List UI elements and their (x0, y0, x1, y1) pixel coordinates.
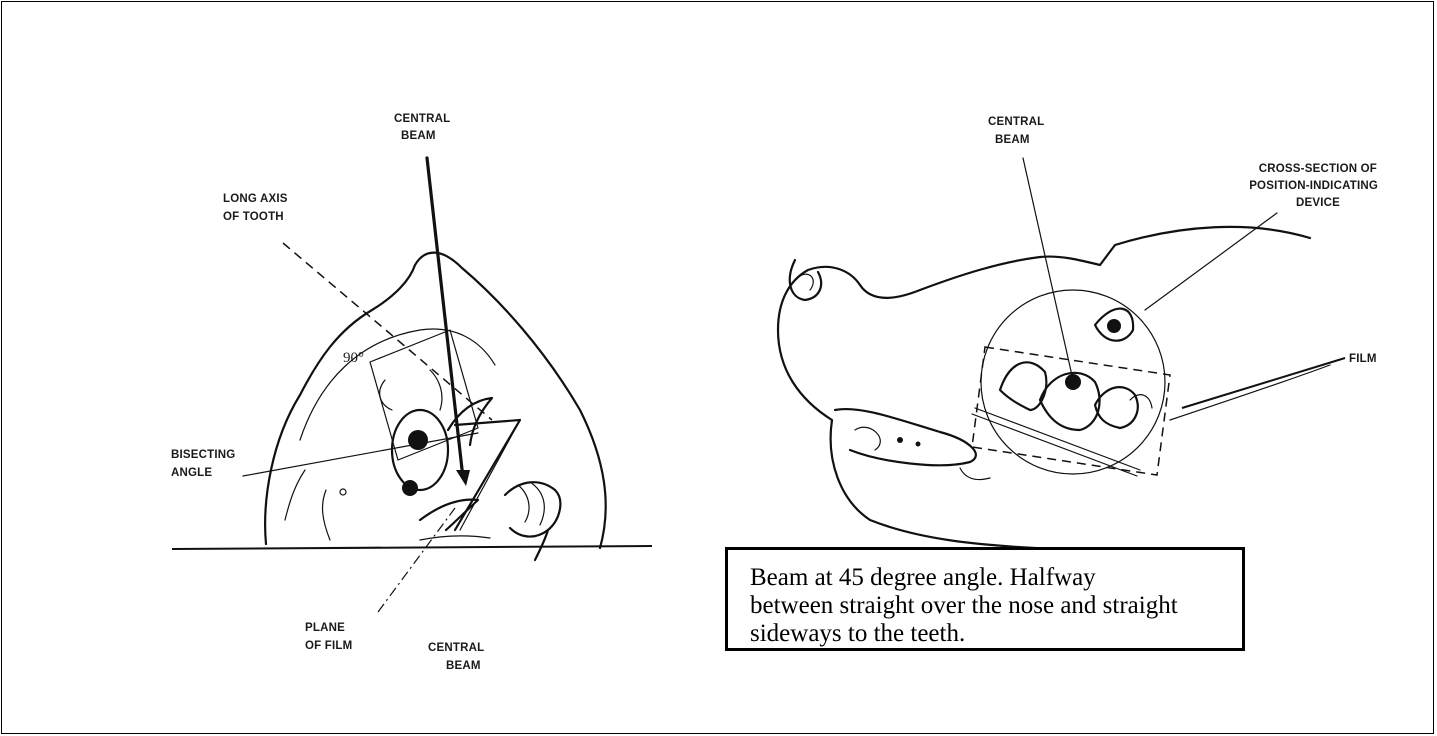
caption-box: Beam at 45 degree angle. Halfway between… (725, 547, 1245, 651)
label-central-beam-top-2: BEAM (401, 130, 436, 142)
small-hole (340, 489, 346, 495)
chin-line (960, 468, 990, 480)
plane-of-film-line (378, 508, 455, 612)
marks-2 (430, 370, 442, 410)
jaw-detail (420, 536, 490, 540)
film-plate (972, 408, 1140, 476)
label-bisecting-1: BISECTING (171, 449, 235, 461)
tooth-1 (1000, 362, 1046, 410)
long-axis-line (283, 243, 492, 420)
caption-text: Beam at 45 degree angle. Halfway between… (750, 564, 1242, 648)
label-central-beam-bottom-1: CENTRAL (428, 642, 484, 654)
label-plane-of-film-1: PLANE (305, 622, 345, 634)
film-holder-ridge-1 (518, 485, 529, 522)
tooth-3 (1095, 387, 1138, 428)
label-central-beam-bottom-2: BEAM (446, 660, 481, 672)
label-90-degrees: 90° (343, 350, 364, 366)
label-central-beam-top-1: CENTRAL (394, 113, 450, 125)
foramen-dark (402, 480, 418, 496)
label-pid-2: POSITION-INDICATING (1249, 180, 1378, 192)
marks-1 (380, 380, 392, 410)
skull-outline (265, 253, 606, 548)
film-pointer (1182, 358, 1345, 408)
label-bisecting-2: ANGLE (171, 467, 212, 479)
skull-inner-2 (285, 470, 305, 520)
face-line (1170, 365, 1330, 420)
tooth-4 (1130, 395, 1152, 408)
lip-detail (855, 427, 880, 450)
label-film: FILM (1349, 353, 1377, 365)
right-diagram: CENTRAL BEAM CROSS-SECTION OF POSITION-I… (778, 116, 1378, 548)
lip-dot-1 (897, 437, 903, 443)
label-right-central-beam-2: BEAM (995, 134, 1030, 146)
central-beam-right-line (1023, 158, 1073, 380)
film-holder (505, 482, 560, 536)
lower-lip (835, 409, 976, 465)
table-baseline (172, 546, 652, 549)
orbit-dark (408, 430, 428, 450)
lip-dot-2 (916, 442, 921, 447)
muzzle-outline (778, 227, 1310, 548)
orbit (392, 410, 448, 490)
label-plane-of-film-2: OF FILM (305, 640, 352, 652)
film-line (460, 420, 520, 530)
nostril (800, 274, 813, 290)
label-long-axis-1: LONG AXIS (223, 193, 288, 205)
left-diagram: CENTRAL BEAM LONG AXIS OF TOOTH 90° BISE… (171, 113, 652, 672)
label-pid-1: CROSS-SECTION OF (1259, 163, 1377, 175)
label-pid-3: DEVICE (1296, 197, 1340, 209)
film-rectangle (972, 347, 1170, 475)
beam-target-dot (1065, 374, 1081, 390)
label-right-central-beam-1: CENTRAL (988, 116, 1044, 128)
dog-eye-pupil (1107, 319, 1121, 333)
label-long-axis-2: OF TOOTH (223, 211, 284, 223)
skull-inner-3 (323, 490, 330, 540)
film-holder-ridge-2 (530, 482, 544, 525)
central-beam-arrowhead (456, 470, 470, 486)
